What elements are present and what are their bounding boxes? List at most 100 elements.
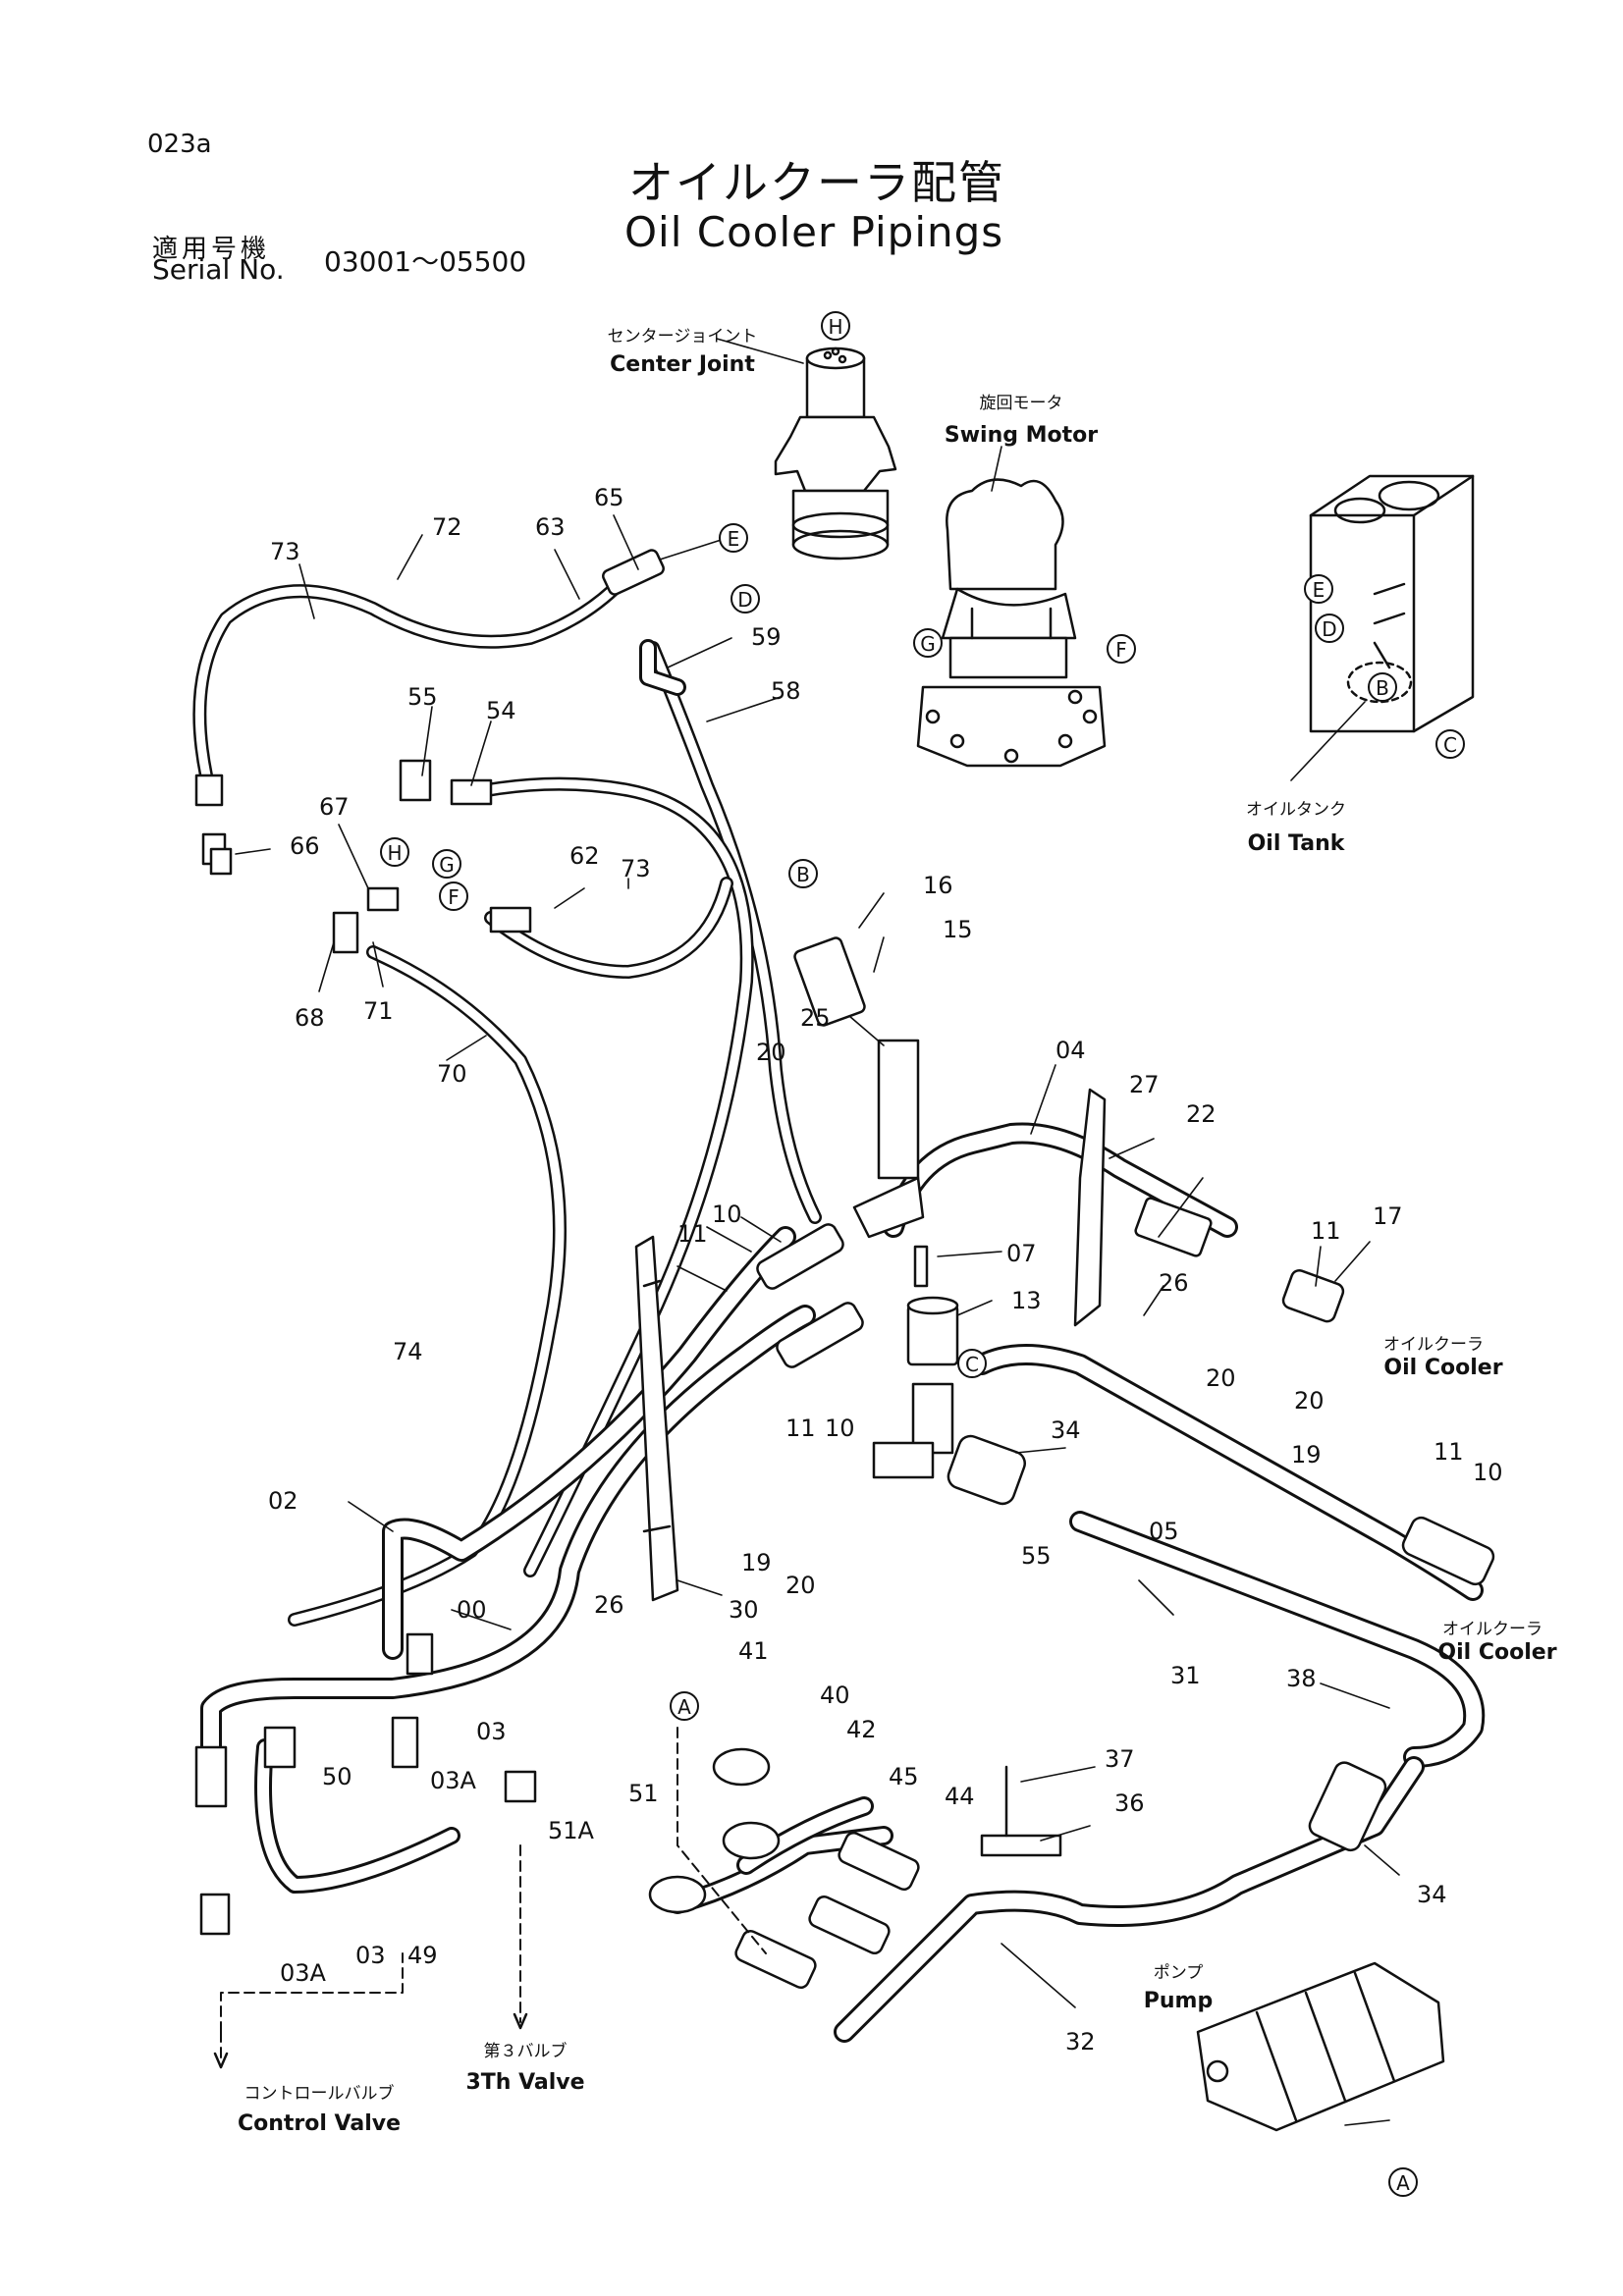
bracket-27 (1073, 1088, 1107, 1327)
marker-c-tank: C (1443, 733, 1457, 757)
oil-tank-label-jp: オイルタンク (1246, 800, 1346, 820)
hose-54 (450, 776, 754, 1577)
marker-c-pipe: C (965, 1353, 979, 1376)
part-label: 51 (628, 1780, 659, 1807)
pipe-05 (971, 1344, 1484, 1601)
part-label: 26 (594, 1591, 624, 1619)
part-label: 00 (457, 1596, 487, 1624)
sleeve-10-lower (1401, 1516, 1495, 1586)
bracket-30 (634, 1235, 679, 1602)
hose-73-lower (484, 877, 733, 979)
part-label: 44 (945, 1783, 975, 1810)
marker-a-flange: A (677, 1695, 691, 1719)
serial-range: 03001～05500 (324, 245, 527, 278)
swing-motor-label-jp: 旋回モータ (980, 394, 1063, 413)
part-label: 45 (889, 1763, 919, 1790)
part-number-labels: 73 72 63 65 59 58 55 54 67 66 62 73 68 7… (268, 484, 1503, 2056)
part-label: 70 (437, 1060, 467, 1088)
part-label: 38 (1286, 1665, 1317, 1692)
oil-cooler-lower-label: Oil Cooler (1437, 1640, 1556, 1665)
pipe-31 (1069, 1511, 1486, 1768)
part-label: 13 (1011, 1287, 1042, 1314)
part-label: 72 (432, 513, 462, 541)
pump-drawing (1196, 1961, 1445, 2132)
part-label: 42 (846, 1716, 877, 1743)
part-label: 10 (1473, 1459, 1503, 1486)
part-label: 34 (1051, 1416, 1081, 1444)
clamp-36 (980, 1765, 1062, 1857)
part-label: 02 (268, 1487, 298, 1515)
control-valve-label: Control Valve (238, 2111, 401, 2136)
part-label: 67 (319, 793, 350, 821)
control-valve-label-jp: コントロールバルブ (244, 2083, 395, 2104)
part-label: 73 (270, 538, 300, 565)
marker-d-tank: D (1322, 617, 1336, 641)
part-label: 04 (1055, 1037, 1086, 1064)
part-label: 03A (280, 1959, 327, 1987)
marker-h-fitting: H (387, 841, 402, 865)
part-label: 11 (1434, 1438, 1464, 1466)
part-label: 19 (1291, 1441, 1322, 1468)
oil-tank-drawing (1309, 474, 1475, 733)
fittings-upper-left (209, 549, 686, 954)
part-label: 15 (943, 916, 973, 943)
part-label: 71 (363, 997, 394, 1025)
part-label: 50 (322, 1763, 352, 1790)
part-label: 20 (1206, 1364, 1236, 1392)
marker-b-tank: B (1376, 676, 1389, 700)
center-joint-label-jp: センタージョイント (608, 327, 758, 347)
swing-motor-drawing (916, 478, 1107, 768)
third-valve-label-jp: 第３バルブ (484, 2041, 568, 2061)
oil-cooler-upper-label: Oil Cooler (1383, 1356, 1502, 1380)
part-label: 40 (820, 1682, 850, 1709)
part-label: 11 (1311, 1217, 1341, 1245)
marker-f-hose: F (448, 885, 460, 909)
sleeve-10-11-upper (756, 1223, 864, 1368)
part-label: 74 (393, 1338, 423, 1365)
part-label: 55 (407, 683, 438, 711)
part-label: 22 (1186, 1100, 1217, 1128)
valve-13 (906, 1245, 959, 1366)
part-label: 03A (430, 1767, 477, 1794)
part-label: 34 (1417, 1881, 1447, 1908)
pipe-02 (382, 1226, 796, 1660)
hose-73-upper (192, 567, 635, 866)
part-label: 03 (355, 1942, 386, 1969)
hose-70 (288, 945, 567, 1627)
part-label: 27 (1129, 1071, 1160, 1098)
flanges-a (648, 1747, 781, 1914)
serial-label: Serial No. (152, 253, 285, 286)
marker-f-motor: F (1115, 638, 1127, 662)
pipe-00 (200, 1305, 816, 1778)
part-label: 66 (290, 832, 320, 860)
part-label: 51A (548, 1817, 595, 1844)
part-label: 41 (738, 1637, 769, 1665)
third-valve-label: 3Th Valve (465, 2070, 584, 2095)
marker-h-center-joint: H (828, 315, 842, 339)
part-label: 07 (1006, 1240, 1037, 1267)
center-joint-label: Center Joint (610, 352, 755, 377)
part-label: 19 (741, 1549, 772, 1576)
oil-tank-label: Oil Tank (1248, 831, 1346, 856)
fitting-34-lower (1308, 1761, 1387, 1852)
hose-58 (646, 641, 822, 1224)
pump-label-jp: ポンプ (1154, 1963, 1204, 1983)
pump-label: Pump (1144, 1989, 1213, 2013)
part-label: 10 (825, 1415, 855, 1442)
part-label: 16 (923, 872, 953, 899)
page-title: Oil Cooler Pipings (624, 208, 1004, 256)
part-label: 37 (1105, 1745, 1135, 1773)
part-label: 20 (1294, 1387, 1325, 1415)
part-label: 10 (712, 1201, 742, 1228)
part-label: 20 (785, 1572, 816, 1599)
component-labels: センタージョイント Center Joint 旋回モータ Swing Motor… (238, 327, 1557, 2136)
marker-e-tank: E (1313, 578, 1325, 602)
part-label: 20 (756, 1039, 786, 1066)
arrowheads (213, 2012, 528, 2069)
page-title-jp: オイルクーラ配管 (628, 156, 1005, 209)
marker-d-elbow: D (737, 588, 752, 612)
part-label: 32 (1065, 2028, 1096, 2056)
oil-cooler-upper-label-jp: オイルクーラ (1383, 1335, 1484, 1355)
part-label: 31 (1170, 1662, 1201, 1689)
connection-arrows (220, 1727, 767, 2062)
